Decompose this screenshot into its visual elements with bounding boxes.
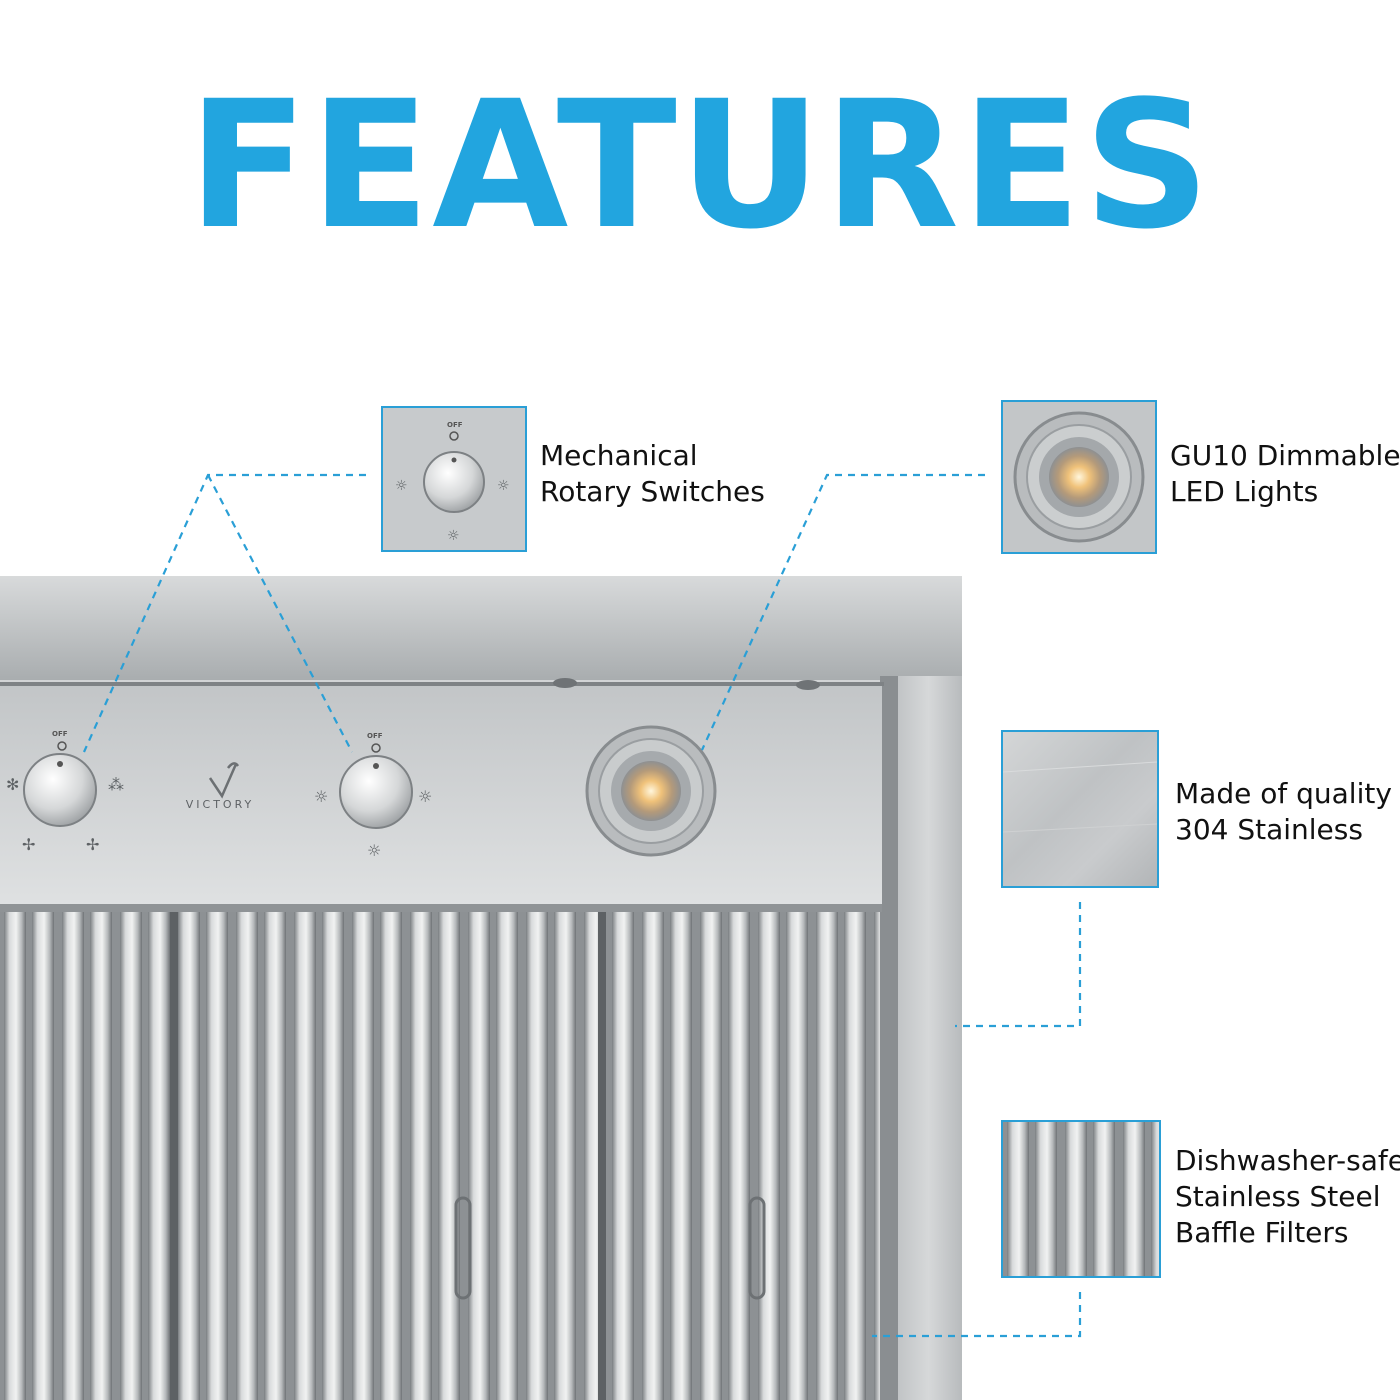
svg-text:☼: ☼	[395, 478, 408, 494]
svg-text:☼: ☼	[418, 787, 432, 806]
svg-text:⁂: ⁂	[108, 775, 124, 794]
steel-texture-icon	[1003, 761, 1157, 833]
baffle-filter-thumbnail	[1001, 1120, 1161, 1278]
page-title: FEATURES	[187, 63, 1213, 268]
knob-off-label-right: OFF	[367, 732, 383, 740]
rotary-knob-icon: OFF ☼ ☼ ☼	[395, 421, 510, 544]
svg-text:✢: ✢	[22, 835, 35, 854]
rotary-switch-thumbnail: OFF ☼ ☼ ☼	[381, 406, 527, 552]
stainless-steel-thumbnail	[1001, 730, 1159, 888]
brand-logo-text: VICTORY	[185, 798, 255, 811]
svg-text:☼: ☼	[497, 478, 510, 494]
feature-label-rotary-switches: Mechanical Rotary Switches	[540, 439, 765, 508]
baffle-filter-icon	[1003, 1122, 1159, 1276]
svg-text:☼: ☼	[447, 528, 460, 544]
led-light-thumbnail	[1001, 400, 1157, 554]
feature-label-baffle-filters: Dishwasher-safe Stainless Steel Baffle F…	[1175, 1144, 1400, 1249]
feature-label-stainless: Made of quality 304 Stainless	[1175, 777, 1392, 846]
svg-text:OFF: OFF	[447, 421, 463, 429]
svg-text:✻: ✻	[6, 775, 19, 794]
feature-label-led-lights: GU10 Dimmable LED Lights	[1170, 439, 1400, 508]
svg-text:☼: ☼	[314, 787, 328, 806]
knob-off-label-left: OFF	[52, 730, 68, 738]
svg-text:✢: ✢	[86, 835, 99, 854]
led-light-icon	[1013, 411, 1145, 543]
svg-text:☼: ☼	[367, 841, 381, 860]
